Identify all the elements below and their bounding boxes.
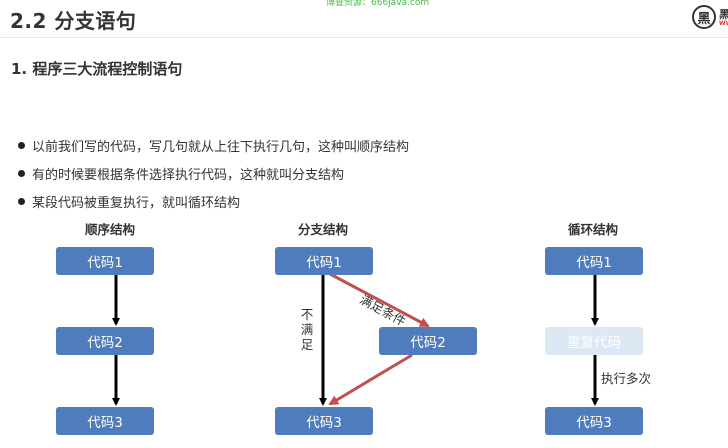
branch-box-3: 代码3 <box>275 407 373 435</box>
branch-title: 分支结构 <box>297 222 348 237</box>
loop-box-3: 代码3 <box>545 407 643 435</box>
bullet-list: 以前我们写的代码，写几句就从上往下执行几句，这种叫顺序结构 有的时候要根据条件选… <box>18 131 409 215</box>
section-heading: 1. 程序三大流程控制语句 <box>11 60 183 78</box>
bullet-item: 以前我们写的代码，写几句就从上往下执行几句，这种叫顺序结构 <box>18 131 409 159</box>
bullet-text: 以前我们写的代码，写几句就从上往下执行几句，这种叫顺序结构 <box>32 139 410 155</box>
sequence-title: 顺序结构 <box>84 222 135 237</box>
bullet-dot-icon <box>18 169 25 177</box>
bullet-item: 某段代码被重复执行，就叫循环结构 <box>18 187 409 215</box>
logo-glyph: 黑 <box>697 11 711 27</box>
title-bar: 2.2 分支语句 博查资源：666java.com 黑 黑 WW <box>0 0 728 38</box>
loop-box-1: 代码1 <box>545 247 643 275</box>
brand-logo-icon: 黑 <box>692 5 716 29</box>
bullet-dot-icon <box>18 197 25 205</box>
watermark-text: 博查资源：666java.com <box>326 0 430 8</box>
bullet-dot-icon <box>18 141 25 149</box>
loop-label: 执行多次 <box>601 371 652 386</box>
branch-box-1: 代码1 <box>275 247 373 275</box>
branch-box-2: 代码2 <box>379 327 477 355</box>
loop-box-repeat: 重复代码 <box>545 327 643 355</box>
page-title: 2.2 分支语句 <box>10 9 137 33</box>
bullet-text: 有的时候要根据条件选择执行代码，这种就叫分支结构 <box>32 167 345 183</box>
sequence-box-2: 代码2 <box>56 327 154 355</box>
bullet-text: 某段代码被重复执行，就叫循环结构 <box>32 195 241 211</box>
bullet-item: 有的时候要根据条件选择执行代码，这种就叫分支结构 <box>18 159 409 187</box>
branch-condition-arrow <box>329 272 430 328</box>
sequence-box-1: 代码1 <box>56 247 154 275</box>
loop-title: 循环结构 <box>567 222 618 237</box>
logo-text-cut: 黑 <box>719 8 728 21</box>
sequence-box-3: 代码3 <box>56 407 154 435</box>
logo-subtext-cut: WW <box>719 20 728 27</box>
branch-else-label: 不满足 <box>300 307 314 352</box>
branch-merge-arrow <box>328 353 413 406</box>
